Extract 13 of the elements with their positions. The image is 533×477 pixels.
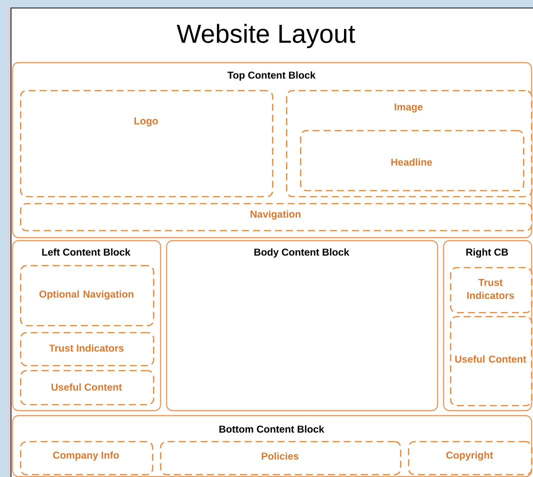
content-block: Body Content Block bbox=[166, 240, 438, 412]
dashed-box: Company Info bbox=[20, 441, 154, 476]
dashed-box: Trust Indicators bbox=[20, 332, 154, 366]
dashed-box: Useful Content bbox=[20, 370, 154, 406]
dashed-box: Copyright bbox=[408, 441, 532, 476]
dashed-box: Headline bbox=[300, 130, 524, 192]
title: Website Layout bbox=[176, 24, 356, 48]
dashed-box: Optional Navigation bbox=[20, 265, 154, 326]
dashed-box: Logo bbox=[20, 90, 274, 198]
dashed-box: Trust Indicators bbox=[450, 267, 532, 314]
dashed-box: Policies bbox=[160, 441, 402, 476]
dashed-box: Navigation bbox=[20, 203, 532, 232]
dashed-box: Useful Content bbox=[450, 316, 532, 406]
